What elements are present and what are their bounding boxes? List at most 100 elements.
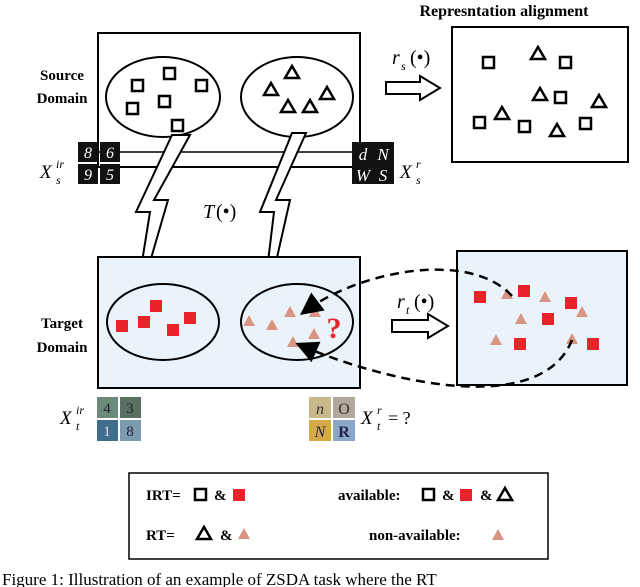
x-s-r-base: X bbox=[399, 162, 413, 183]
source-digit-images: 8 6 9 5 bbox=[78, 142, 120, 184]
x-s-ir-sup: ir bbox=[56, 157, 64, 171]
legend-triangle-marker bbox=[495, 485, 515, 502]
letter-image: n bbox=[316, 401, 324, 418]
square-marker bbox=[481, 55, 496, 70]
rs-sub: s bbox=[401, 59, 406, 73]
rt-sub: t bbox=[406, 303, 410, 317]
triangle-marker bbox=[547, 121, 567, 138]
digit-image: 3 bbox=[126, 401, 134, 417]
rs-arg: (•) bbox=[410, 47, 430, 69]
legend-red-square-marker bbox=[460, 489, 472, 501]
legend-square-marker bbox=[421, 487, 436, 502]
target-domain-label-1: Target bbox=[41, 316, 83, 332]
target-alignment-pink-triangles bbox=[490, 288, 588, 345]
legend-amp: & bbox=[442, 488, 455, 504]
pink-triangle-marker bbox=[490, 334, 502, 345]
source-triangle-markers bbox=[261, 63, 337, 114]
red-square-marker bbox=[514, 338, 526, 350]
pink-triangle-marker bbox=[515, 313, 527, 324]
triangle-marker bbox=[300, 97, 320, 114]
figure-caption: Figure 1: Illustration of an example of … bbox=[2, 570, 437, 587]
legend-pink-triangle-marker bbox=[492, 529, 504, 540]
target-domain-label-2: Domain bbox=[37, 340, 88, 356]
x-s-r-sub: s bbox=[416, 173, 421, 187]
pink-triangle-marker bbox=[243, 315, 255, 326]
target-letter-images: n O N R bbox=[309, 397, 355, 441]
triangle-marker bbox=[282, 63, 302, 80]
x-t-r-sup: r bbox=[377, 403, 382, 417]
letter-image: S bbox=[379, 166, 388, 185]
legend-square-marker bbox=[193, 487, 208, 502]
unknown-question-mark: ? bbox=[327, 312, 342, 345]
alignment-box bbox=[451, 26, 629, 163]
rs-symbol: r bbox=[392, 47, 400, 69]
source-rt-ellipse bbox=[240, 56, 354, 138]
square-marker bbox=[553, 90, 568, 105]
alignment-title: Represntation alignment bbox=[419, 3, 589, 20]
x-t-r-base: X bbox=[360, 408, 374, 429]
red-square-marker bbox=[587, 338, 599, 350]
pink-triangle-marker bbox=[576, 306, 588, 317]
pink-triangle-marker bbox=[566, 333, 578, 344]
rt-arrow bbox=[391, 312, 450, 340]
target-red-squares bbox=[116, 300, 196, 336]
legend-amp: & bbox=[214, 488, 227, 504]
digit-image: 8 bbox=[126, 424, 134, 440]
square-marker bbox=[194, 78, 209, 93]
red-square-marker bbox=[565, 297, 577, 309]
legend-pink-triangle-marker bbox=[238, 528, 250, 539]
triangle-marker bbox=[530, 85, 550, 102]
legend-available-label: available: bbox=[338, 488, 401, 504]
legend-rt-label: RT= bbox=[146, 528, 175, 544]
square-marker bbox=[517, 119, 532, 134]
x-t-r-sub: t bbox=[377, 419, 381, 433]
pink-triangle-marker bbox=[308, 328, 320, 339]
x-s-ir-base: X bbox=[39, 162, 53, 183]
letter-image: R bbox=[338, 424, 350, 441]
triangle-marker bbox=[492, 104, 512, 121]
letter-image: d bbox=[359, 145, 368, 164]
pink-triangle-marker bbox=[266, 319, 278, 330]
target-digit-images: 4 3 1 8 bbox=[97, 397, 141, 441]
digit-image: 6 bbox=[106, 145, 114, 162]
square-marker bbox=[157, 94, 172, 109]
rt-symbol: r bbox=[397, 291, 405, 313]
letter-image: N bbox=[376, 145, 390, 164]
legend-irt-label: IRT= bbox=[146, 488, 181, 504]
x-t-ir-base: X bbox=[59, 408, 73, 429]
red-square-marker bbox=[150, 300, 162, 312]
alignment-square-markers bbox=[472, 55, 593, 134]
square-marker bbox=[578, 116, 593, 131]
square-marker bbox=[170, 118, 185, 133]
dashed-arrow-upper bbox=[299, 268, 513, 315]
legend-red-square-marker bbox=[233, 489, 245, 501]
source-domain-label-1: Source bbox=[40, 68, 84, 84]
dashed-arrow-lower bbox=[295, 339, 574, 388]
legend-amp: & bbox=[220, 528, 233, 544]
square-marker bbox=[125, 101, 140, 116]
target-alignment-red-squares bbox=[474, 285, 599, 350]
digit-image: 4 bbox=[103, 401, 111, 417]
red-square-marker bbox=[542, 313, 554, 325]
square-marker bbox=[130, 78, 145, 93]
x-t-r-tail: = ? bbox=[388, 408, 411, 428]
t-arg: (•) bbox=[216, 201, 236, 223]
legend-box bbox=[128, 472, 549, 560]
x-s-r-sup: r bbox=[416, 157, 421, 171]
legend-triangle-marker bbox=[194, 524, 214, 541]
triangle-marker bbox=[317, 84, 337, 101]
square-marker bbox=[162, 66, 177, 81]
red-square-marker bbox=[184, 312, 196, 324]
rt-arg: (•) bbox=[414, 291, 434, 313]
x-t-ir-sub: t bbox=[76, 419, 80, 433]
letter-image: N bbox=[314, 424, 327, 441]
red-square-marker bbox=[138, 316, 150, 328]
red-square-marker bbox=[167, 324, 179, 336]
digit-image: 8 bbox=[84, 145, 92, 162]
pink-triangle-marker bbox=[284, 306, 296, 317]
x-s-ir-sub: s bbox=[56, 173, 61, 187]
source-domain-label-2: Domain bbox=[37, 91, 88, 107]
source-square-markers bbox=[125, 66, 209, 133]
square-marker bbox=[558, 55, 573, 70]
